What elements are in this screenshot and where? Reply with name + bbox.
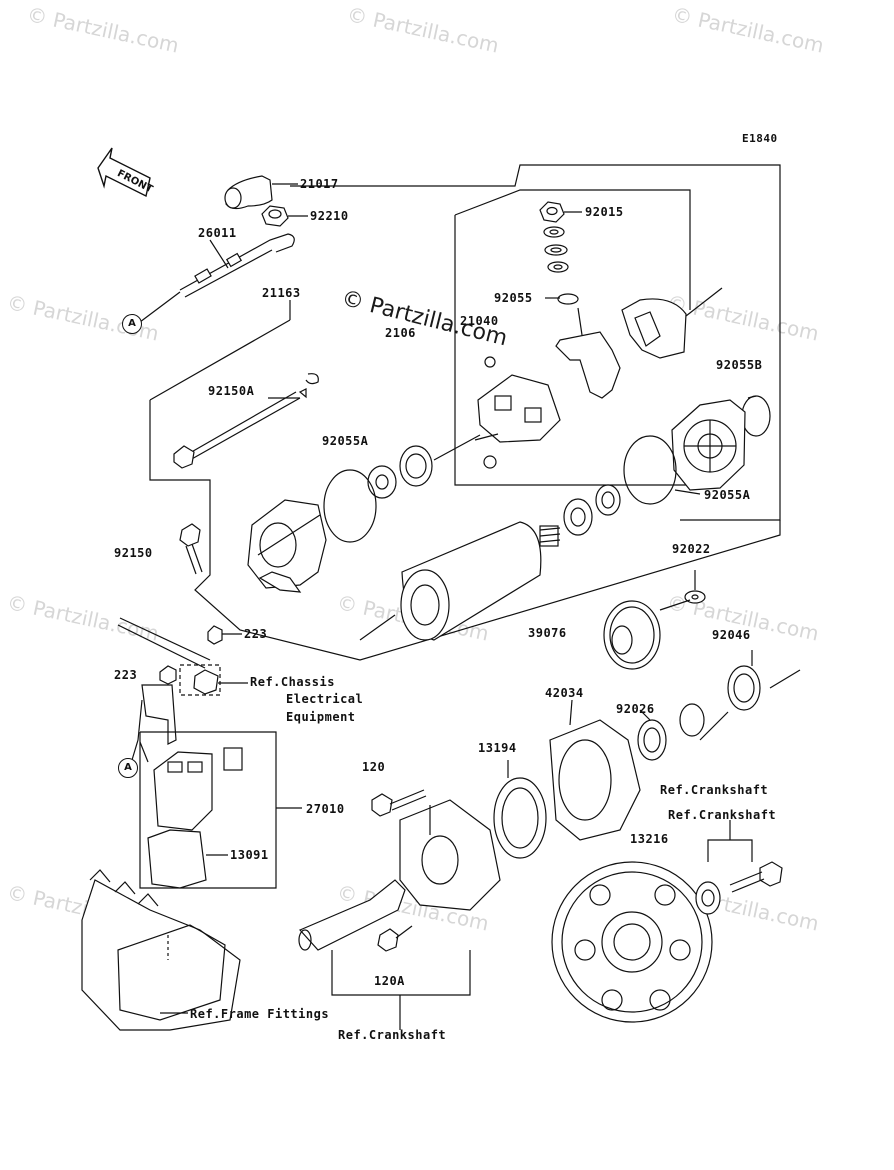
ref-crankshaft-2[interactable]: Ref.Crankshaft [668, 808, 777, 822]
part-92026[interactable]: 92026 [616, 702, 655, 716]
part-39076[interactable]: 39076 [528, 626, 567, 640]
part-92022[interactable]: 92022 [672, 542, 711, 556]
ref-frame-fittings[interactable]: Ref.Frame Fittings [190, 1007, 330, 1021]
ref-chassis-electrical-line2[interactable]: Electrical [286, 692, 364, 706]
part-92046[interactable]: 92046 [712, 628, 751, 642]
part-27010[interactable]: 27010 [306, 802, 345, 816]
part-92055b[interactable]: 92055B [716, 358, 763, 372]
part-92150[interactable]: 92150 [114, 546, 153, 560]
part-92015[interactable]: 92015 [585, 205, 624, 219]
callout-a-bottom: A [118, 758, 138, 778]
part-26011[interactable]: 26011 [198, 226, 237, 240]
part-92055[interactable]: 92055 [494, 291, 533, 305]
ref-crankshaft-1[interactable]: Ref.Crankshaft [660, 783, 769, 797]
ref-chassis-electrical-line1[interactable]: Ref.Chassis [250, 675, 335, 689]
part-120[interactable]: 120 [362, 760, 386, 774]
part-92055a-right[interactable]: 92055A [704, 488, 751, 502]
part-92055a-left[interactable]: 92055A [322, 434, 369, 448]
front-arrow-icon [97, 147, 151, 198]
ref-chassis-electrical-line3[interactable]: Equipment [286, 710, 356, 724]
part-21064[interactable]: 2106 [385, 326, 416, 340]
part-21017[interactable]: 21017 [300, 177, 339, 191]
diagram-code: E1840 [742, 132, 778, 145]
part-42034[interactable]: 42034 [545, 686, 584, 700]
part-21040[interactable]: 21040 [460, 314, 499, 328]
part-13194[interactable]: 13194 [478, 741, 517, 755]
part-223-top[interactable]: 223 [244, 627, 268, 641]
part-13091[interactable]: 13091 [230, 848, 269, 862]
ref-crankshaft-3[interactable]: Ref.Crankshaft [338, 1028, 447, 1042]
part-92210[interactable]: 92210 [310, 209, 349, 223]
part-223-left[interactable]: 223 [114, 668, 138, 682]
callout-a-top: A [122, 314, 142, 334]
part-120a[interactable]: 120A [374, 974, 405, 988]
part-92150a[interactable]: 92150A [208, 384, 255, 398]
part-13216[interactable]: 13216 [630, 832, 669, 846]
part-21163[interactable]: 21163 [262, 286, 301, 300]
